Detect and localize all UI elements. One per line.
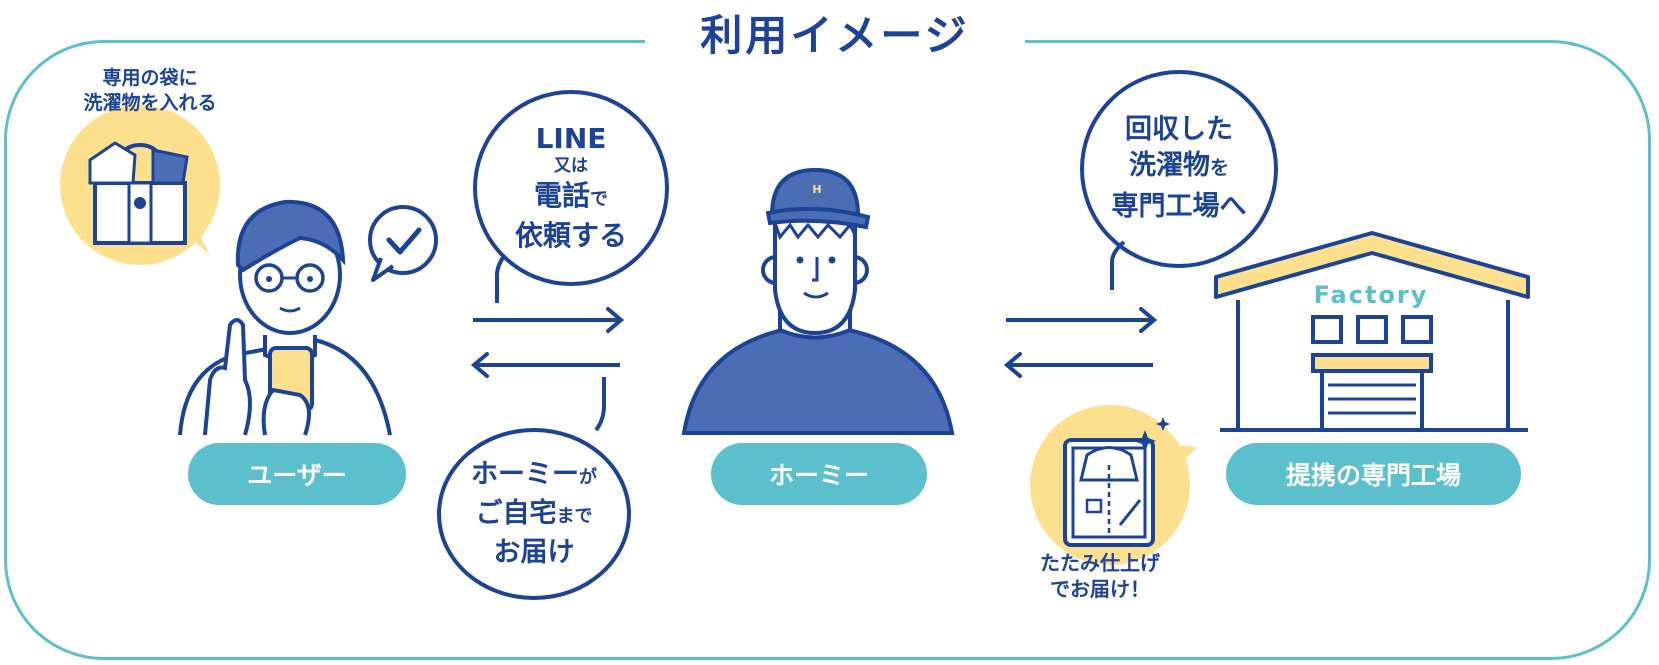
- user-figure: [178, 199, 392, 436]
- check-icon: [368, 205, 438, 282]
- label-homey: ホーミー: [711, 443, 927, 505]
- arrow-right-icon: [473, 307, 625, 333]
- collect-bubble-tail: [1110, 240, 1126, 290]
- label-factory: 提携の専門工場: [1226, 443, 1521, 505]
- factory-sign: Factory: [1313, 281, 1429, 309]
- arrow-left-icon: [1003, 352, 1153, 378]
- delivery-bubble: ホーミーが ご自宅まで お届け: [437, 428, 631, 600]
- folded-caption: たたみ仕上げ でお届け！: [1040, 551, 1160, 601]
- collect-bubble: 回収した 洗濯物を 専門工場へ: [1080, 70, 1278, 268]
- arrow-right-icon: [1006, 307, 1158, 333]
- cap-logo: H: [812, 183, 822, 196]
- request-bubble-tail: [495, 253, 507, 303]
- request-bubble: LINE 又は 電話で 依頼する: [473, 90, 669, 286]
- bag-caption: 専用の袋に 洗濯物を入れる: [83, 67, 217, 114]
- arrow-left-icon: [470, 352, 620, 378]
- page-title: 利用イメージ: [645, 4, 1025, 68]
- folded-shirt-illustration: [1030, 405, 1197, 565]
- delivery-bubble-tail: [594, 377, 606, 432]
- laundry-bag-illustration: [60, 105, 220, 265]
- factory-building: [1214, 231, 1530, 432]
- label-user: ユーザー: [188, 443, 406, 505]
- homey-figure: [681, 167, 955, 435]
